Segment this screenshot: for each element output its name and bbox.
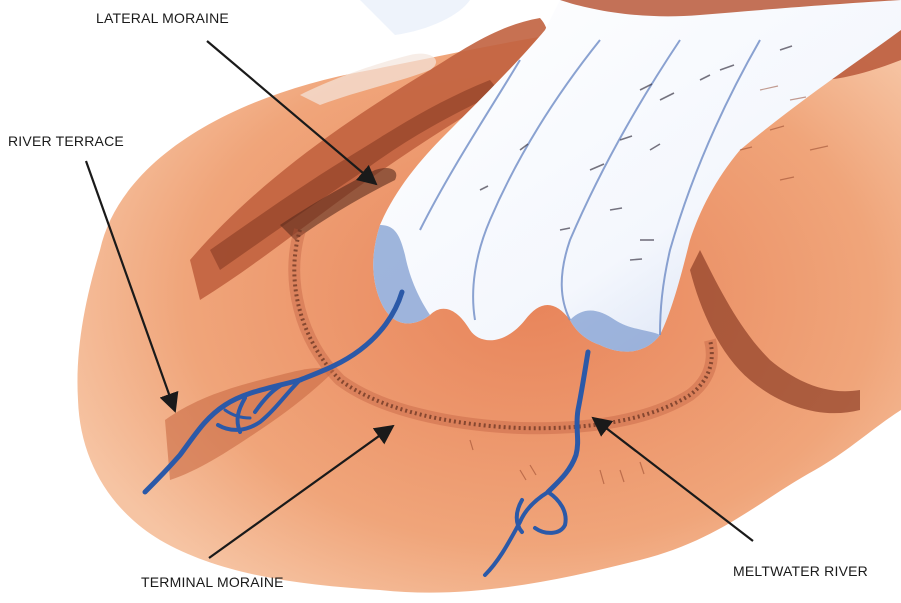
meltwater-river-label: MELTWATER RIVER [733,563,868,579]
upper-snowfield-ice [360,0,470,35]
river-terrace-label: RIVER TERRACE [8,133,124,149]
lateral-moraine-label: LATERAL MORAINE [96,10,229,26]
terminal-moraine-label: TERMINAL MORAINE [141,574,284,590]
